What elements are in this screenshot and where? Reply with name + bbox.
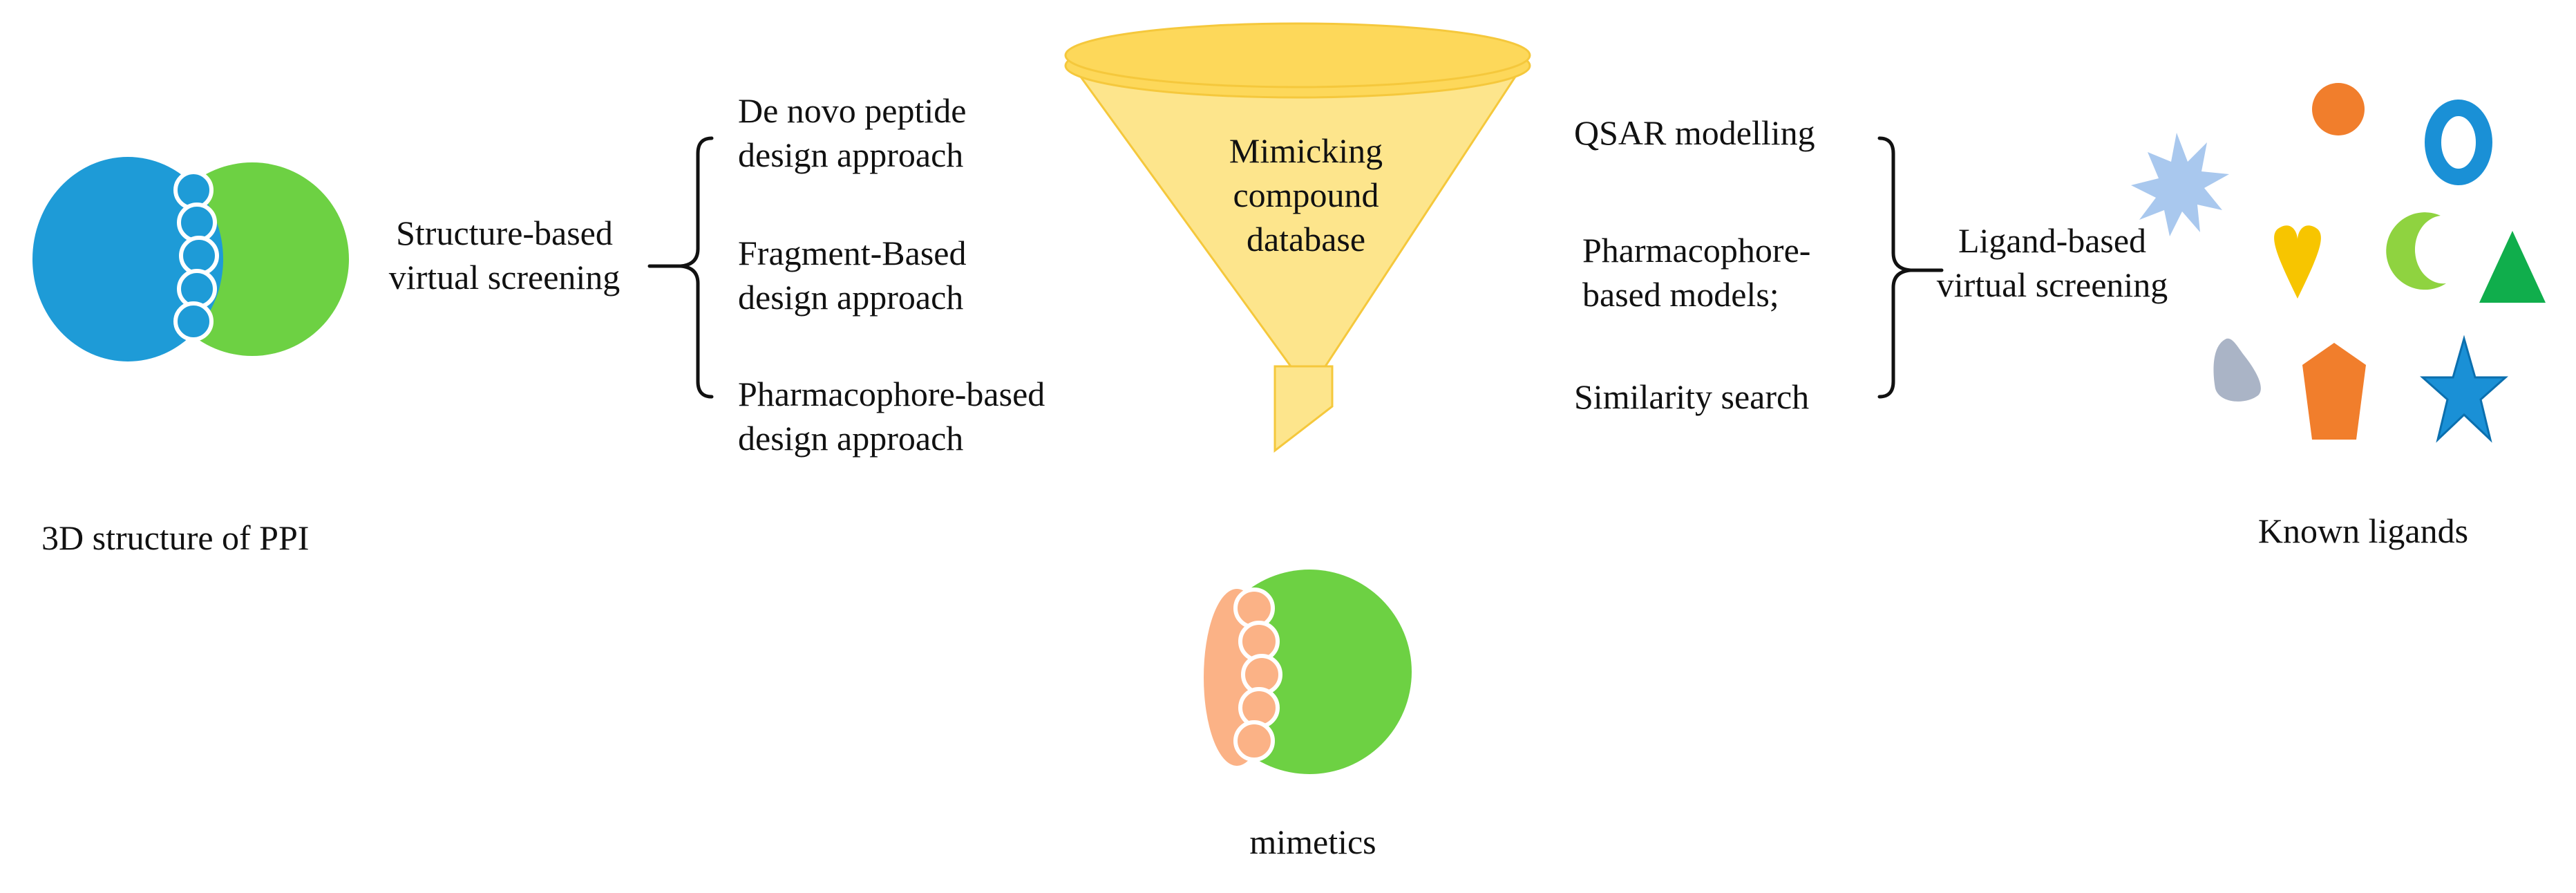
de-novo-peptide-label: De novo peptide design approach (738, 88, 1083, 177)
blue-protein-bumps (173, 170, 219, 341)
pharmacophore-models-label: Pharmacophore- based models; (1582, 228, 1886, 317)
funnel-line-1: Mimicking (1229, 131, 1383, 170)
similarity-search-label: Similarity search (1574, 375, 1892, 419)
ring-icon (2425, 100, 2492, 185)
qsar-modelling-label: QSAR modelling (1574, 111, 1878, 155)
pharmacophore-models-line-2: based models; (1582, 275, 1779, 314)
ligand-based-line-2: virtual screening (1936, 265, 2168, 304)
known-ligands-caption: Known ligands (2257, 511, 2469, 550)
peach-mimetic-bumps (1233, 588, 1282, 762)
similarity-line-1: Similarity search (1574, 377, 1810, 416)
fragment-line-1: Fragment-Based (738, 234, 967, 272)
ligand-based-screening-label: Ligand-based virtual screening (1893, 218, 2211, 307)
circle-icon (2312, 83, 2365, 135)
pentagon-icon (2302, 343, 2366, 440)
mimetics-caption: mimetics (1249, 822, 1376, 861)
crescent-icon (2386, 212, 2446, 290)
fragment-line-2: design approach (738, 278, 964, 317)
funnel-line-2: compound (1233, 176, 1379, 214)
de-novo-line-1: De novo peptide (738, 91, 967, 130)
structure-based-line-1: Structure-based (396, 214, 613, 252)
fragment-based-label: Fragment-Based design approach (738, 231, 1083, 319)
drop-icon (2213, 338, 2261, 402)
funnel-rim-upper (1064, 22, 1531, 88)
pharmacophore-models-line-1: Pharmacophore- (1582, 231, 1811, 270)
ligand-based-line-1: Ligand-based (1958, 221, 2147, 260)
funnel-spout (1273, 365, 1334, 453)
ppi-caption: 3D structure of PPI (41, 518, 310, 557)
protein-protein-interaction-icon (32, 157, 349, 361)
structure-based-line-2: virtual screening (388, 258, 621, 297)
qsar-line-1: QSAR modelling (1574, 113, 1815, 152)
starburst-icon (2131, 133, 2229, 236)
de-novo-line-2: design approach (738, 135, 964, 174)
structure-based-screening-label: Structure-based virtual screening (352, 211, 656, 299)
known-ligands-group (2131, 83, 2546, 443)
pharmacophore-design-line-2: design approach (738, 419, 964, 458)
left-bracket (680, 136, 714, 399)
blue-protein-shape (32, 157, 223, 361)
pharmacophore-design-line-1: Pharmacophore-based (738, 375, 1045, 413)
pharmacophore-design-label: Pharmacophore-based design approach (738, 372, 1153, 460)
star-icon (2420, 335, 2508, 443)
triangle-icon (2479, 231, 2546, 303)
funnel-line-3: database (1246, 220, 1366, 258)
peptide-mimetic-icon (1204, 570, 1412, 774)
funnel-icon (1064, 22, 1531, 453)
heart-icon (2274, 225, 2321, 299)
mimicking-database-label: Mimicking compound database (1161, 129, 1451, 261)
